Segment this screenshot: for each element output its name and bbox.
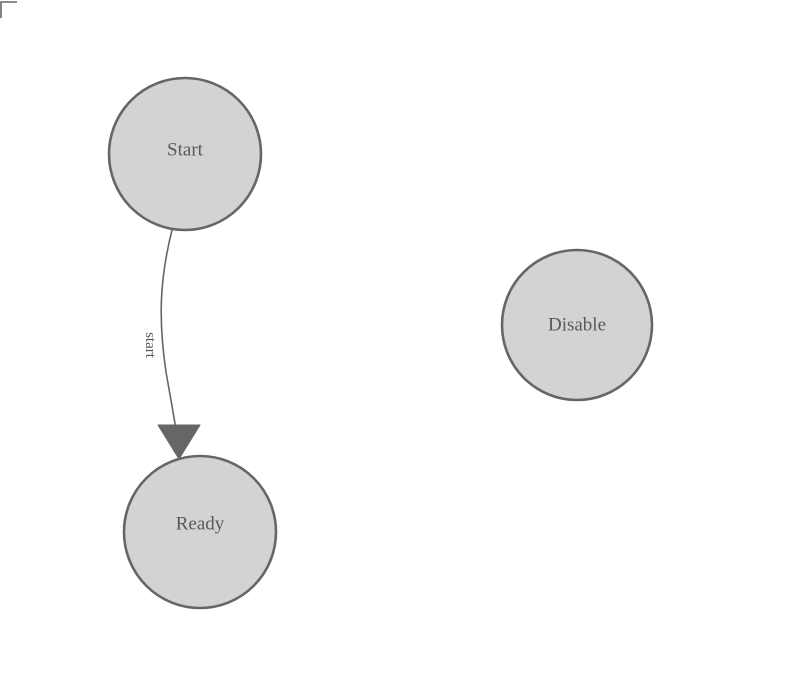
corner-mark-icon	[0, 1, 17, 18]
node-start-circle[interactable]	[107, 76, 263, 232]
node-disable[interactable]: Disable	[500, 248, 654, 402]
node-ready-label: Ready	[176, 514, 225, 535]
node-ready-circle[interactable]	[122, 454, 278, 610]
edge-label-group: start	[142, 332, 158, 359]
edge-start-to-ready[interactable]: start	[142, 229, 201, 460]
node-start-label: Start	[167, 140, 204, 161]
edge-label-start: start	[142, 332, 158, 359]
node-disable-circle[interactable]	[500, 248, 654, 402]
arrowhead-icon	[157, 424, 201, 460]
node-disable-label: Disable	[548, 315, 606, 336]
node-start[interactable]: Start	[107, 76, 263, 232]
edge-path	[160, 229, 180, 449]
node-ready[interactable]: Ready	[122, 454, 278, 610]
